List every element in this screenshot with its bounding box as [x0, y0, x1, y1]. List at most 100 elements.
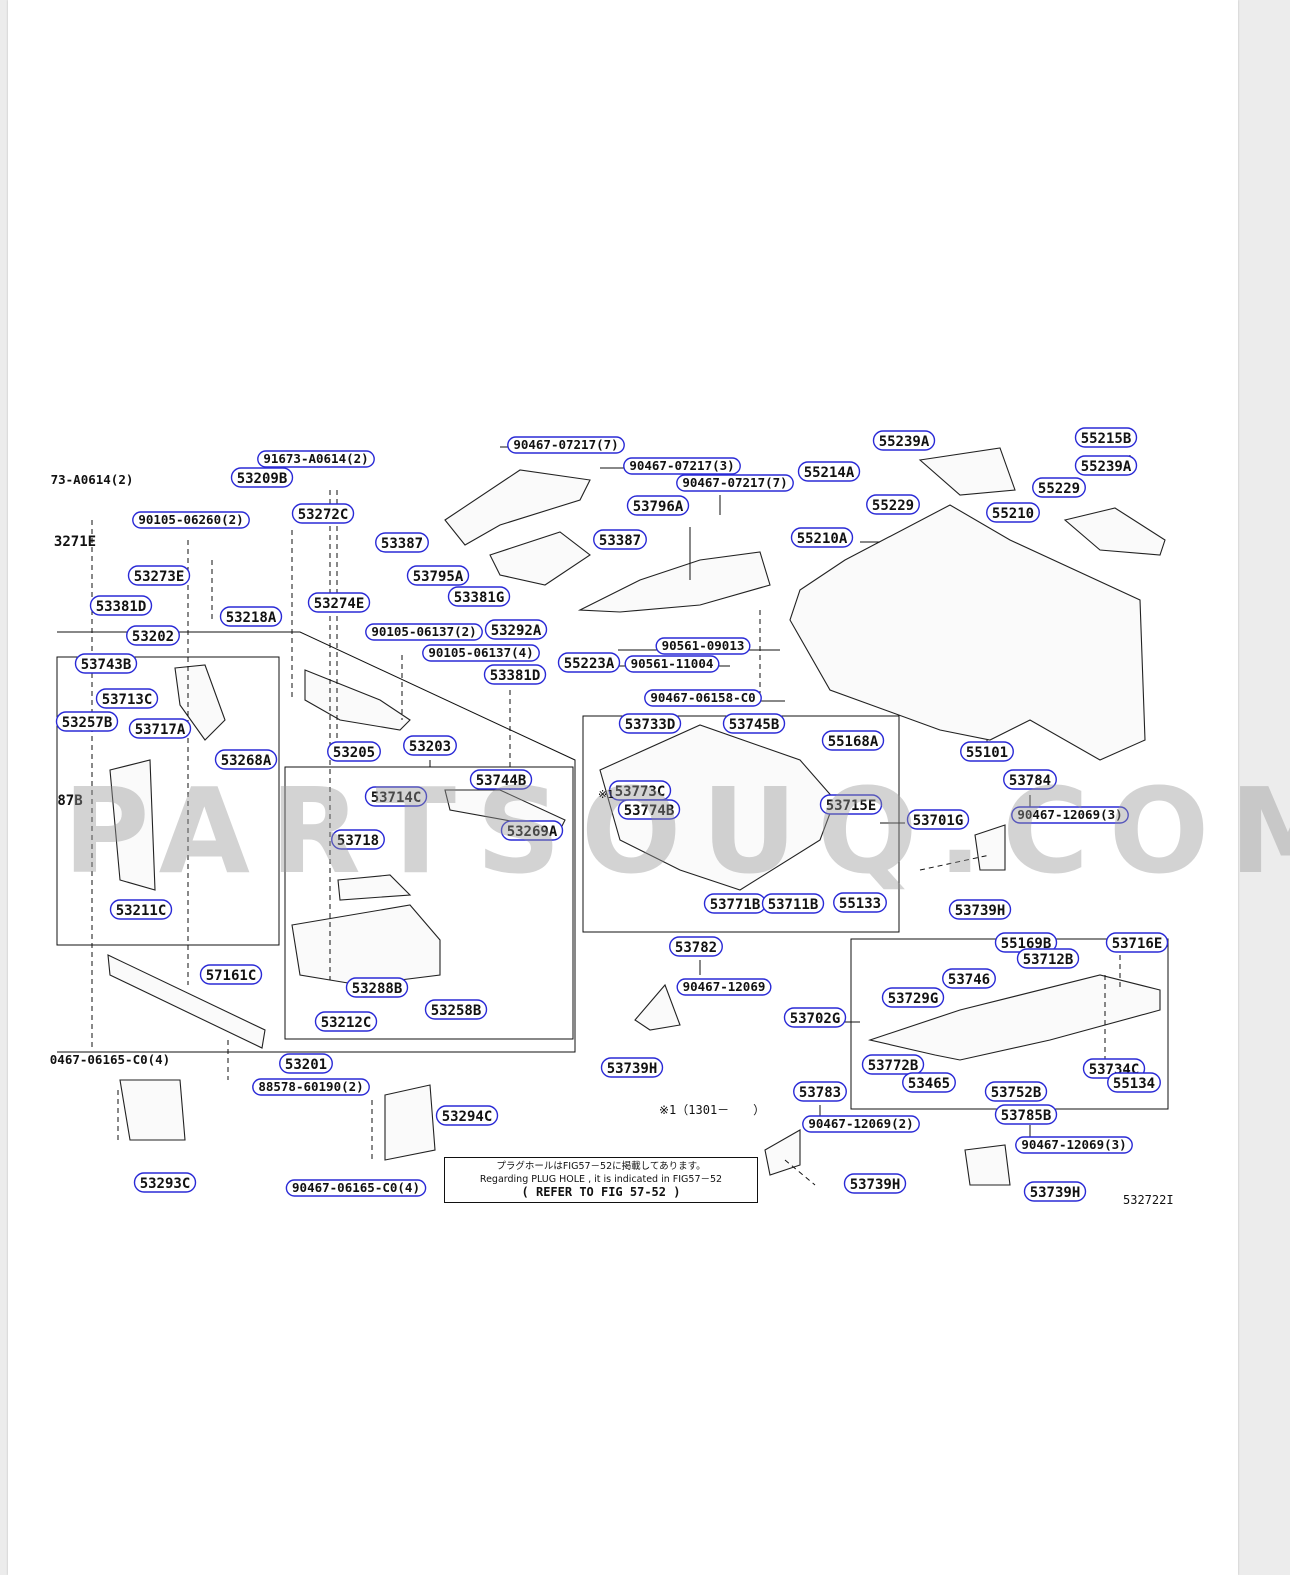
part-number-label[interactable]: 53774B [617, 799, 681, 820]
part-number-label[interactable]: 53273E [127, 565, 191, 586]
part-number-label[interactable]: 53783 [793, 1081, 847, 1102]
part-number-label[interactable]: 53739H [948, 899, 1012, 920]
part-number-label[interactable]: 55229 [1032, 477, 1086, 498]
part-number-label[interactable]: 55215B [1074, 427, 1138, 448]
part-number-label[interactable]: 53381G [447, 586, 511, 607]
part-number-label[interactable]: 53209B [230, 467, 294, 488]
part-number-label[interactable]: 53381D [483, 664, 547, 685]
part-number-label[interactable]: 90467-12069(3) [1011, 806, 1129, 824]
part-number-label[interactable]: 53387 [593, 529, 647, 550]
part-number-label[interactable]: 53718 [331, 829, 385, 850]
part-number-text: 53292A [491, 623, 542, 639]
part-number-label[interactable]: 55223A [557, 652, 621, 673]
part-number-label[interactable]: 90467-12069(3) [1015, 1136, 1133, 1154]
part-number-label[interactable]: 55239A [1074, 455, 1138, 476]
part-number-label[interactable]: 53739H [1023, 1181, 1087, 1202]
part-number-label[interactable]: 55101 [960, 741, 1014, 762]
note-line-jp: プラグホールはFIG57－52に掲載してあります。 [496, 1161, 706, 1172]
part-number-label[interactable]: 90561-11004 [624, 655, 720, 673]
part-number-label[interactable]: 90467-06165-C0(4) [285, 1179, 427, 1197]
part-number-text: 53202 [132, 629, 174, 645]
part-number-label[interactable]: 53773C [608, 780, 672, 801]
part-number-label[interactable]: 53717A [128, 718, 192, 739]
part-number-label[interactable]: 53713C [95, 688, 159, 709]
part-number-label[interactable]: 53714C [364, 786, 428, 807]
plug-hole-note: プラグホールはFIG57－52に掲載してあります。 Regarding PLUG… [444, 1157, 758, 1203]
part-number-label[interactable]: 53745B [722, 713, 786, 734]
part-number-label[interactable]: 53257B [55, 711, 119, 732]
part-number-label[interactable]: 90467-07217(3) [623, 457, 741, 475]
part-number-label[interactable]: 55133 [833, 892, 887, 913]
part-number-label[interactable]: 53294C [435, 1105, 499, 1126]
part-number-label[interactable]: 91673-A0614(2) [257, 450, 375, 468]
part-number-label[interactable]: 55229 [866, 494, 920, 515]
part-number-label[interactable]: 55210 [986, 502, 1040, 523]
part-number-label[interactable]: 53387 [375, 532, 429, 553]
part-number-label[interactable]: 53752B [984, 1081, 1048, 1102]
part-number-label[interactable]: 53716E [1105, 932, 1169, 953]
part-number-text: 90467-12069(2) [808, 1116, 913, 1131]
part-number-label[interactable]: 53293C [133, 1172, 197, 1193]
part-number-label[interactable]: 90105-06137(4) [422, 644, 540, 662]
part-number-label[interactable]: 53782 [669, 936, 723, 957]
part-number-label[interactable]: 90467-07217(7) [507, 436, 625, 454]
part-number-label[interactable]: 87B [52, 790, 88, 809]
label-outline [500, 820, 564, 841]
part-number-label[interactable]: 3271E [49, 531, 102, 550]
part-number-label[interactable]: 53211C [109, 899, 173, 920]
part-number-label[interactable]: 53729G [881, 987, 945, 1008]
part-number-label[interactable]: 53258B [424, 999, 488, 1020]
part-number-label[interactable]: 55134 [1107, 1072, 1161, 1093]
part-number-label[interactable]: 53795A [406, 565, 470, 586]
part-number-label[interactable]: 90561-09013 [655, 637, 751, 655]
part-number-label[interactable]: 53701G [906, 809, 970, 830]
part-number-label[interactable]: 90467-12069 [676, 978, 772, 996]
part-number-label[interactable]: 53268A [214, 749, 278, 770]
part-number-label[interactable]: 53739H [843, 1173, 907, 1194]
part-number-label[interactable]: 53381D [89, 595, 153, 616]
part-number-label[interactable]: 57161C [199, 964, 263, 985]
part-number-label[interactable]: 53292A [484, 619, 548, 640]
part-number-label[interactable]: 73-A0614(2) [45, 472, 139, 488]
part-number-label[interactable]: 53201 [279, 1053, 333, 1074]
part-number-label[interactable]: 90467-06158-C0 [644, 689, 762, 707]
part-number-label[interactable]: 90105-06260(2) [132, 511, 250, 529]
part-number-label[interactable]: 90467-12069(2) [802, 1115, 920, 1133]
part-number-label[interactable]: 53272C [291, 503, 355, 524]
part-number-label[interactable]: 53771B [703, 893, 767, 914]
part-number-label[interactable]: 55239A [872, 430, 936, 451]
part-number-label[interactable]: 53711B [761, 893, 825, 914]
part-number-label[interactable]: 55168A [821, 730, 885, 751]
part-number-label[interactable]: 0467-06165-C0(4) [44, 1052, 176, 1068]
part-number-label[interactable]: 53712B [1016, 948, 1080, 969]
part-number-text: 90105-06137(4) [428, 645, 533, 660]
part-number-label[interactable]: 55214A [797, 461, 861, 482]
part-number-label[interactable]: 53465 [902, 1072, 956, 1093]
part-number-label[interactable]: 53743B [74, 653, 138, 674]
part-number-label[interactable]: 53772B [861, 1054, 925, 1075]
part-number-label[interactable]: 53733D [618, 713, 682, 734]
part-number-label[interactable]: 53274E [307, 592, 371, 613]
part-number-label[interactable]: 53202 [126, 625, 180, 646]
part-number-label[interactable]: 53744B [469, 769, 533, 790]
part-number-label[interactable]: 53796A [626, 495, 690, 516]
part-number-label[interactable]: 88578-60190(2) [252, 1078, 370, 1096]
part-number-label[interactable]: 90105-06137(2) [365, 623, 483, 641]
part-number-label[interactable]: 53218A [219, 606, 283, 627]
part-number-label[interactable]: 53205 [327, 741, 381, 762]
part-number-label[interactable]: 53269A [500, 820, 564, 841]
part-number-label[interactable]: 53715E [819, 794, 883, 815]
part-number-label[interactable]: 53212C [314, 1011, 378, 1032]
part-number-label[interactable]: 53785B [994, 1104, 1058, 1125]
part-number-label[interactable]: 53784 [1003, 769, 1057, 790]
note-reference-link[interactable]: ( REFER TO FIG 57-52 ) [521, 1185, 681, 1199]
part-number-label[interactable]: 53746 [942, 968, 996, 989]
part-number-label[interactable]: 90467-07217(7) [676, 474, 794, 492]
part-number-label[interactable]: 53288B [345, 977, 409, 998]
reference-mark: ※1 [598, 788, 614, 801]
part-number-label[interactable]: 53739H [600, 1057, 664, 1078]
label-outline [327, 741, 381, 762]
part-number-label[interactable]: 53702G [783, 1007, 847, 1028]
part-number-label[interactable]: 55210A [790, 527, 854, 548]
part-number-label[interactable]: 53203 [403, 735, 457, 756]
